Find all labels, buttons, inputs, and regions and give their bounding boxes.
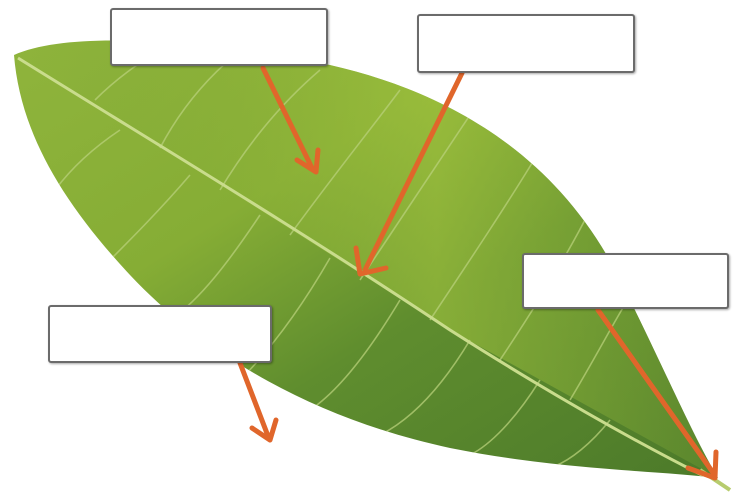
label-box-3[interactable]: [522, 253, 729, 309]
label-box-2[interactable]: [417, 14, 635, 73]
label-box-4[interactable]: [48, 305, 272, 363]
label-box-1[interactable]: [110, 8, 328, 66]
